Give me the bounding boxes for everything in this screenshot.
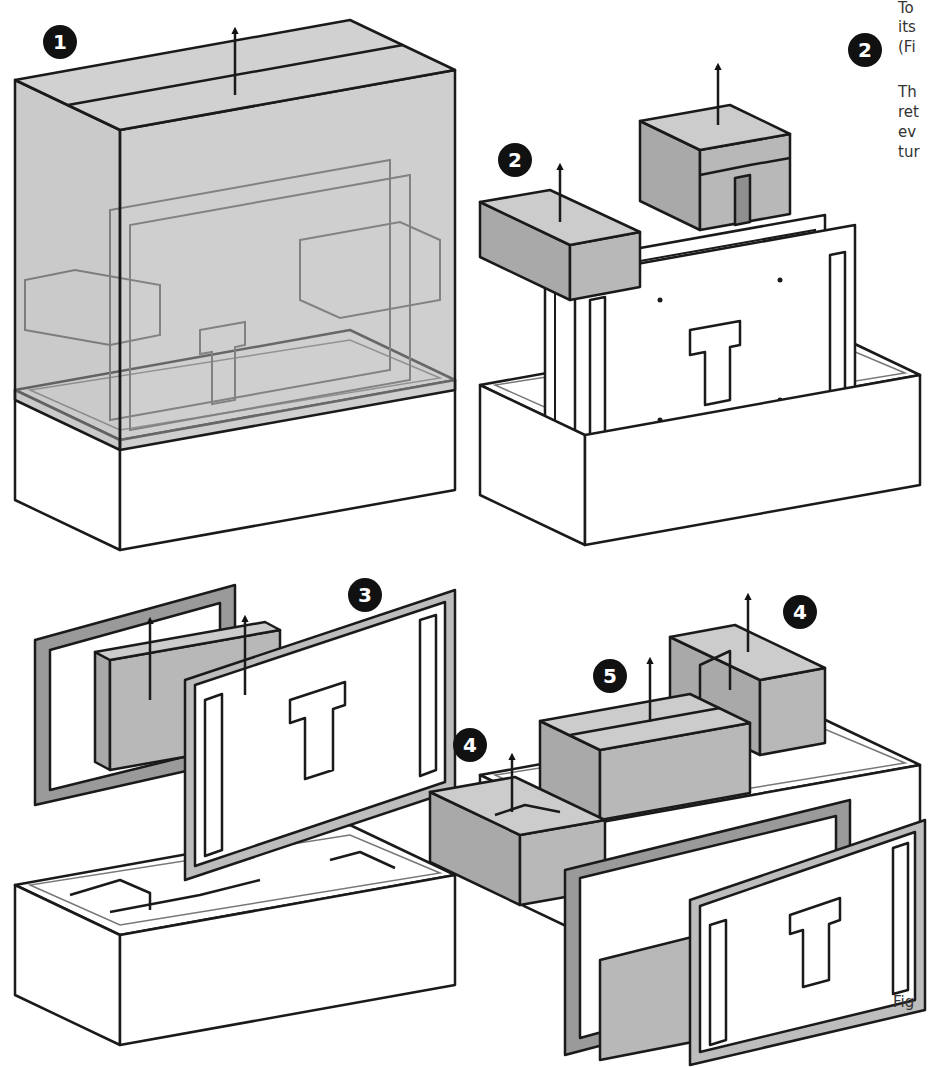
- insert-line: [330, 852, 395, 868]
- step-3-panel: [15, 585, 455, 1045]
- box-side: [15, 885, 120, 1045]
- stand-cutout: [790, 898, 840, 987]
- lift-arrow: [649, 662, 652, 722]
- stand-cutout: [290, 682, 345, 779]
- text-fragment: To: [898, 0, 914, 18]
- lift-arrow: [234, 32, 237, 95]
- side-slot: [893, 843, 908, 994]
- foam-top: [540, 694, 750, 750]
- lid-side: [15, 80, 120, 450]
- lid-top: [15, 20, 455, 130]
- lift-arrow: [747, 598, 750, 652]
- lid-front: [120, 70, 455, 450]
- back-face: [700, 832, 915, 1052]
- screw-hole: [778, 278, 783, 283]
- callout-number: 5: [593, 659, 627, 693]
- callout-number: 4: [783, 595, 817, 629]
- text-fragment: ev: [898, 122, 916, 142]
- text-fragment: Fig: [893, 992, 914, 1012]
- lift-arrow: [149, 622, 152, 700]
- side-slot: [710, 920, 726, 1045]
- foam-seam: [570, 708, 720, 735]
- insert-line: [110, 880, 260, 912]
- lift-arrow: [717, 68, 720, 125]
- box-front: [585, 375, 920, 545]
- side-slot: [205, 694, 222, 856]
- text-fragment: ret: [898, 102, 919, 122]
- lift-arrow: [559, 168, 562, 222]
- callout-number: 1: [43, 25, 77, 59]
- foam-top: [95, 622, 280, 660]
- foam-notch: [495, 805, 560, 815]
- box-front: [120, 875, 455, 1045]
- text-fragment: Th: [898, 82, 917, 102]
- callout-number: 2: [498, 143, 532, 177]
- stand-cutout: [690, 321, 740, 405]
- callout-number: 2: [848, 33, 882, 67]
- foam-front: [760, 668, 825, 755]
- back-face: [195, 602, 445, 866]
- screw-hole: [658, 298, 663, 303]
- callout-number: 3: [348, 578, 382, 612]
- callout-number: 4: [453, 728, 487, 762]
- foam-notch: [700, 651, 730, 700]
- foam-notch: [700, 158, 790, 175]
- text-fragment: (Fi: [898, 37, 916, 57]
- step-4-panel: [430, 598, 925, 1065]
- foam-top: [640, 105, 790, 150]
- step-2-panel: [480, 68, 920, 545]
- text-fragment: its: [898, 17, 916, 37]
- step-1-panel: [15, 20, 455, 550]
- lift-arrow: [244, 620, 247, 695]
- text-fragment: tur: [898, 142, 920, 162]
- lift-arrow: [511, 758, 514, 812]
- tv-back: [185, 590, 455, 880]
- box-side: [480, 385, 585, 545]
- foam-top: [430, 777, 605, 835]
- foam-slot: [735, 175, 750, 225]
- side-slot: [420, 615, 436, 776]
- foam-side: [95, 652, 110, 770]
- tv-back: [690, 820, 925, 1065]
